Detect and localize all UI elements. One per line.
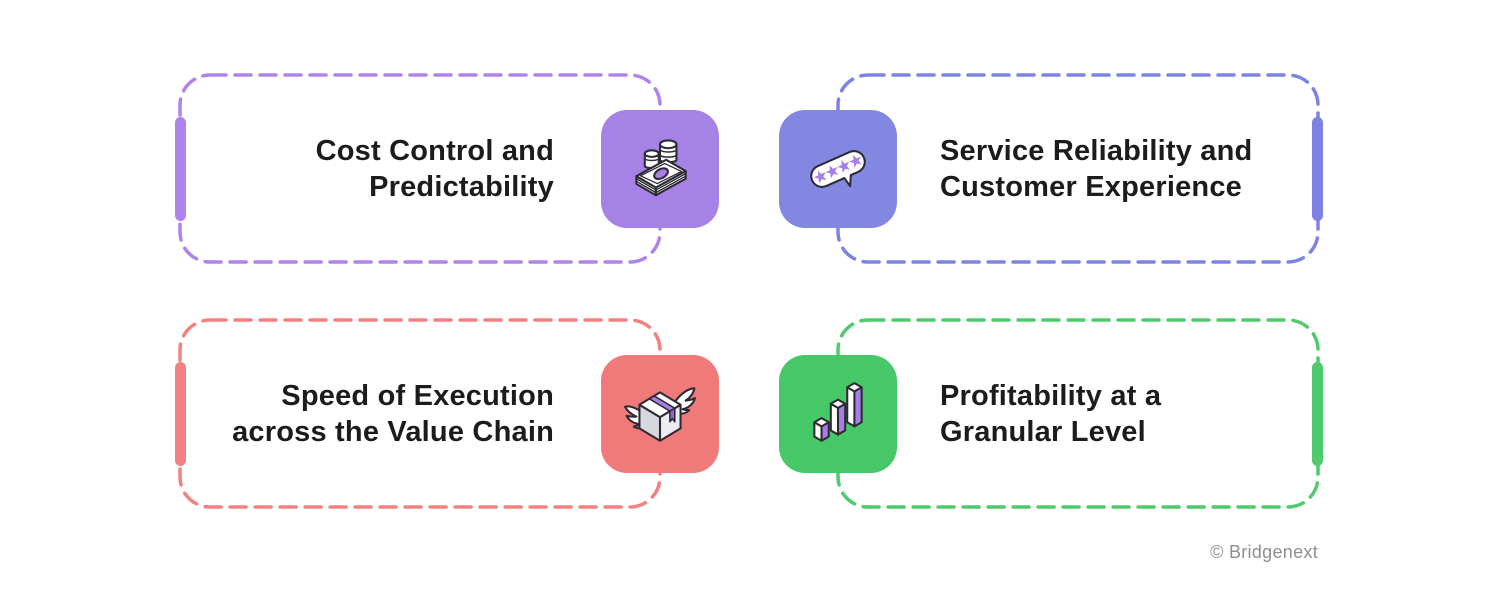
- winged-package-icon: [624, 386, 696, 442]
- card-title: Speed of Execution across the Value Chai…: [232, 378, 554, 450]
- accent-pill: [175, 116, 186, 221]
- card-profitability: Profitability at a Granular Level: [779, 318, 1323, 509]
- card-service-reliability: Service Reliability and Customer Experie…: [779, 73, 1323, 264]
- review-bubble-icon: [810, 149, 866, 188]
- card-title-line: Profitability at a: [940, 379, 1162, 412]
- icon-tile-speed-of-execution: [601, 354, 719, 473]
- copyright-credit: © Bridgenext: [1210, 542, 1318, 562]
- card-title: Cost Control and Predictability: [316, 133, 554, 205]
- card-title-line: Granular Level: [940, 415, 1146, 448]
- accent-pill: [175, 361, 186, 466]
- accent-pill: [1312, 361, 1323, 466]
- money-stack-icon: [635, 138, 687, 196]
- card-title-line: Cost Control and: [315, 134, 554, 167]
- card-title: Service Reliability and Customer Experie…: [940, 133, 1252, 205]
- growth-bars-icon: [813, 381, 863, 442]
- card-title-line: Service Reliability and: [940, 134, 1253, 167]
- icon-tile-profitability: [779, 354, 897, 473]
- accent-pill: [1312, 116, 1323, 221]
- card-title-line: Customer Experience: [940, 170, 1242, 203]
- icon-tile-service-reliability: [779, 109, 897, 228]
- card-title: Profitability at a Granular Level: [940, 378, 1161, 450]
- card-title-line: across the Value Chain: [232, 415, 554, 448]
- card-speed-of-execution: Speed of Execution across the Value Chai…: [175, 318, 719, 509]
- card-title-line: Predictability: [369, 170, 554, 203]
- card-cost-control: Cost Control and Predictability: [175, 73, 719, 264]
- card-title-line: Speed of Execution: [281, 379, 554, 412]
- icon-tile-cost-control: [601, 109, 719, 228]
